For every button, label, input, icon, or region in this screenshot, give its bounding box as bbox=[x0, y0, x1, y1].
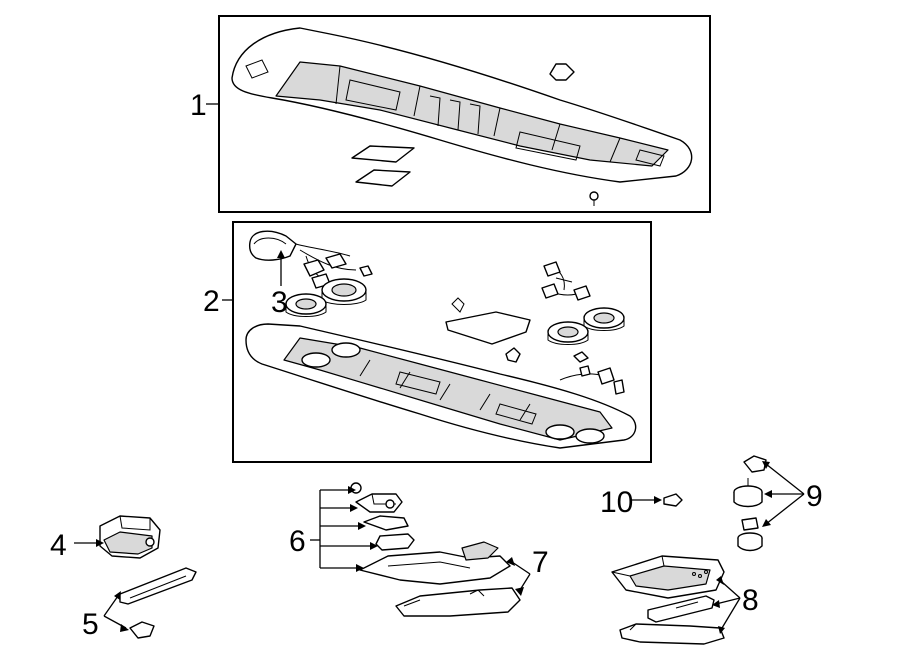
screw-part[interactable] bbox=[589, 191, 599, 206]
callout-5-arrow-a bbox=[114, 591, 121, 600]
callout-9-leader-a bbox=[765, 463, 805, 495]
strap-part[interactable] bbox=[119, 567, 197, 605]
callout-1: 1 bbox=[190, 89, 207, 122]
callout-6-arrow-5 bbox=[356, 564, 364, 572]
callout-7-leader-a bbox=[511, 561, 531, 575]
callout-3: 3 bbox=[271, 286, 288, 319]
door-panel-part[interactable] bbox=[619, 623, 725, 645]
reading-lamp-part[interactable] bbox=[285, 278, 367, 317]
bracket-part[interactable] bbox=[355, 493, 403, 513]
callout-9-arrow-c bbox=[762, 519, 771, 527]
lens-part[interactable] bbox=[375, 533, 415, 551]
callout-8-arrow-b bbox=[712, 600, 720, 608]
callout-6: 6 bbox=[289, 525, 306, 558]
callout-5: 5 bbox=[82, 608, 99, 641]
visor-cover-part[interactable] bbox=[395, 587, 521, 617]
sensor-module-part[interactable] bbox=[99, 515, 161, 559]
lens-cover-part[interactable] bbox=[445, 297, 531, 345]
trim-panel-part[interactable] bbox=[647, 595, 715, 623]
callout-7-arrow-b bbox=[515, 587, 524, 596]
clip-part[interactable] bbox=[129, 621, 155, 639]
callout-9-leader-c bbox=[765, 493, 805, 525]
callout-2: 2 bbox=[203, 285, 220, 318]
wire-clip-part[interactable] bbox=[559, 365, 625, 395]
callout-4: 4 bbox=[50, 529, 67, 562]
assembly-9-10-group: 10 9 bbox=[600, 455, 823, 552]
assembly-1-frame bbox=[218, 15, 711, 213]
retainer-clip-top-part[interactable] bbox=[743, 455, 767, 473]
mounting-clip-part[interactable] bbox=[549, 63, 575, 81]
callout-10-arrow bbox=[654, 496, 662, 504]
callout-10: 10 bbox=[600, 486, 633, 519]
retainer-clip-middle-part[interactable] bbox=[733, 478, 763, 508]
callout-7: 7 bbox=[532, 546, 549, 579]
callout-8-leader-c bbox=[721, 597, 741, 629]
callout-8-arrow-c bbox=[718, 626, 725, 634]
console-bin-part[interactable] bbox=[245, 323, 637, 449]
gasket-pad-part[interactable] bbox=[351, 145, 415, 187]
assembly-2-frame bbox=[232, 221, 652, 463]
callout-3-arrow bbox=[277, 250, 285, 258]
callout-5-arrow-b bbox=[120, 624, 129, 632]
callout-6-arrow-2 bbox=[350, 504, 358, 512]
callout-8: 8 bbox=[742, 584, 759, 617]
assembly-8-group: 8 bbox=[611, 555, 759, 645]
overhead-console-housing-part[interactable] bbox=[231, 27, 693, 183]
push-pin-part[interactable] bbox=[663, 493, 683, 507]
wire-harness-part[interactable] bbox=[248, 230, 373, 289]
callout-6-arrow-3 bbox=[358, 522, 366, 530]
assembly-2-group: 2 3 bbox=[203, 221, 652, 463]
callout-7-leader-b bbox=[519, 573, 531, 591]
callout-6-arrow-4 bbox=[370, 542, 378, 550]
opener-base-part[interactable] bbox=[359, 541, 511, 585]
switch-part[interactable] bbox=[363, 515, 409, 531]
map-lamp-right-part[interactable] bbox=[547, 307, 625, 345]
callout-9: 9 bbox=[806, 480, 823, 513]
callout-8-leader-b bbox=[715, 597, 741, 605]
callout-9-arrow-b bbox=[764, 490, 772, 498]
small-bracket-part[interactable] bbox=[505, 347, 589, 363]
assembly-4-5-group: 4 5 bbox=[50, 515, 197, 641]
assembly-6-7-group: 6 7 bbox=[289, 482, 549, 617]
callout-5-leader-a bbox=[103, 595, 119, 617]
storage-bin-part[interactable] bbox=[611, 555, 725, 599]
callout-9-arrow-a bbox=[762, 461, 770, 469]
callout-6-arrow-1 bbox=[348, 486, 356, 494]
callout-7-arrow-a bbox=[506, 557, 515, 566]
lamp-wire-part[interactable] bbox=[541, 261, 591, 301]
callout-4-arrow bbox=[96, 539, 104, 547]
retainer-clip-bottom-part[interactable] bbox=[737, 517, 763, 552]
callout-8-leader-a bbox=[721, 581, 741, 599]
assembly-1-group: 1 bbox=[190, 15, 711, 213]
callout-8-arrow-a bbox=[716, 576, 724, 585]
